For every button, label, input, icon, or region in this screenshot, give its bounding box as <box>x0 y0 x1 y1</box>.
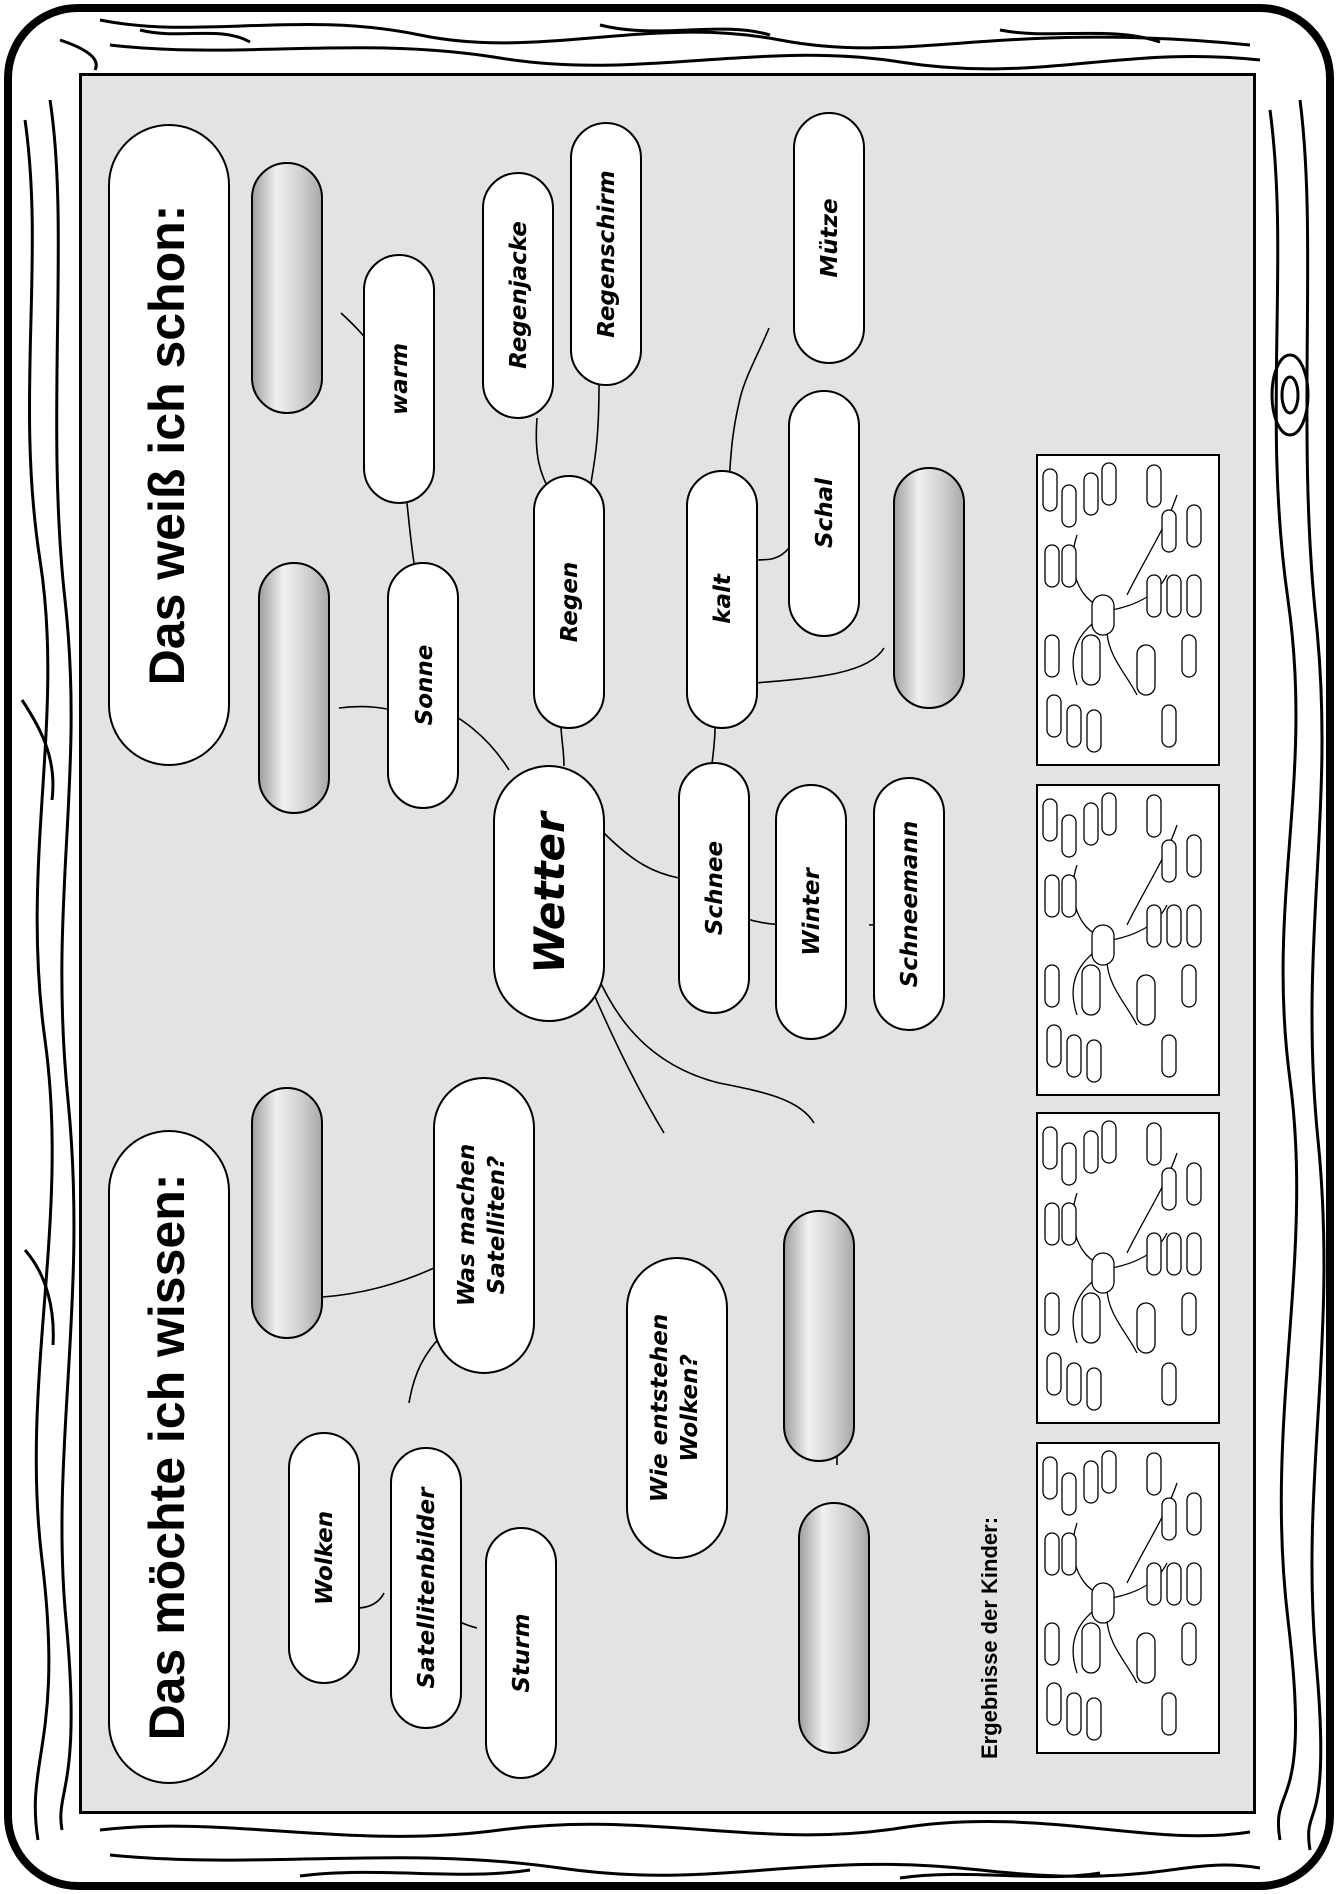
result-thumbnail <box>1037 785 1219 1095</box>
node-satelliten-line2: Satelliten? <box>484 1156 510 1295</box>
node-wolken-q-line2: Wolken? <box>677 1354 703 1462</box>
node-schneemann: Schneemann <box>874 778 944 1030</box>
result-thumbnails <box>1037 455 1219 1753</box>
node-sturm: Sturm <box>486 1528 556 1778</box>
node-satelliten-line1: Was machen <box>454 1144 480 1307</box>
node-muetze-label: Mütze <box>817 198 843 277</box>
node-sonne: Sonne <box>388 563 458 808</box>
node-kalt: kalt <box>687 471 757 728</box>
heading-known: Das weiß ich schon: <box>109 125 229 765</box>
node-schnee: Schnee <box>679 763 749 1013</box>
result-thumbnail <box>1037 455 1219 765</box>
results-label: Ergebnisse der Kinder: <box>977 1517 1002 1759</box>
node-sturm-label: Sturm <box>509 1613 535 1692</box>
empty-node-warm <box>252 163 322 413</box>
svg-text:Satelliten?: Satelliten? <box>484 1156 510 1295</box>
node-satellitenbilder-label: Satellitenbilder <box>414 1486 440 1689</box>
svg-text:Wie entstehen: Wie entstehen <box>647 1314 673 1502</box>
center-node-label: Wetter <box>525 810 574 974</box>
node-satelliten-question: Was machen Satelliten? <box>434 1078 534 1373</box>
empty-node-wolken-1 <box>784 1211 854 1461</box>
mind-map: Das weiß ich schon: Das möchte ich wisse… <box>79 73 1256 1814</box>
result-thumbnail <box>1037 1443 1219 1753</box>
node-regen: Regen <box>534 476 604 728</box>
node-sonne-label: Sonne <box>412 645 438 726</box>
node-schnee-label: Schnee <box>702 841 728 935</box>
center-node: Wetter <box>494 766 604 1021</box>
node-wolken: Wolken <box>289 1433 359 1683</box>
svg-text:Wolken?: Wolken? <box>677 1354 703 1462</box>
node-wolken-q-line1: Wie entstehen <box>647 1314 673 1502</box>
node-schal-label: Schal <box>812 477 838 548</box>
node-warm-label: warm <box>387 343 413 415</box>
empty-node-wolken-2 <box>799 1503 869 1753</box>
node-regen-label: Regen <box>557 562 583 643</box>
empty-node-kalt <box>894 468 964 708</box>
node-regenschirm: Regenschirm <box>571 123 641 385</box>
node-muetze: Mütze <box>794 113 864 363</box>
node-wolken-question: Wie entstehen Wolken? <box>627 1258 727 1558</box>
node-schneemann-label: Schneemann <box>897 821 923 987</box>
heading-known-text: Das weiß ich schon: <box>139 205 195 686</box>
node-satellitenbilder: Satellitenbilder <box>391 1448 461 1728</box>
result-thumbnail <box>1037 1113 1219 1423</box>
node-regenschirm-label: Regenschirm <box>594 170 620 338</box>
node-kalt-label: kalt <box>710 573 736 624</box>
node-winter: Winter <box>776 785 846 1039</box>
node-warm: warm <box>364 255 434 503</box>
heading-wanted: Das möchte ich wissen: <box>109 1131 229 1783</box>
node-regenjacke: Regenjacke <box>483 173 553 418</box>
empty-node-sonne <box>259 563 329 813</box>
node-winter-label: Winter <box>799 867 825 956</box>
node-regenjacke-label: Regenjacke <box>506 221 532 369</box>
node-wolken-label: Wolken <box>312 1511 338 1605</box>
svg-text:Was machen: Was machen <box>454 1144 480 1307</box>
heading-wanted-text: Das möchte ich wissen: <box>139 1174 195 1741</box>
node-schal: Schal <box>789 391 859 636</box>
empty-node-satelliten <box>252 1088 322 1338</box>
